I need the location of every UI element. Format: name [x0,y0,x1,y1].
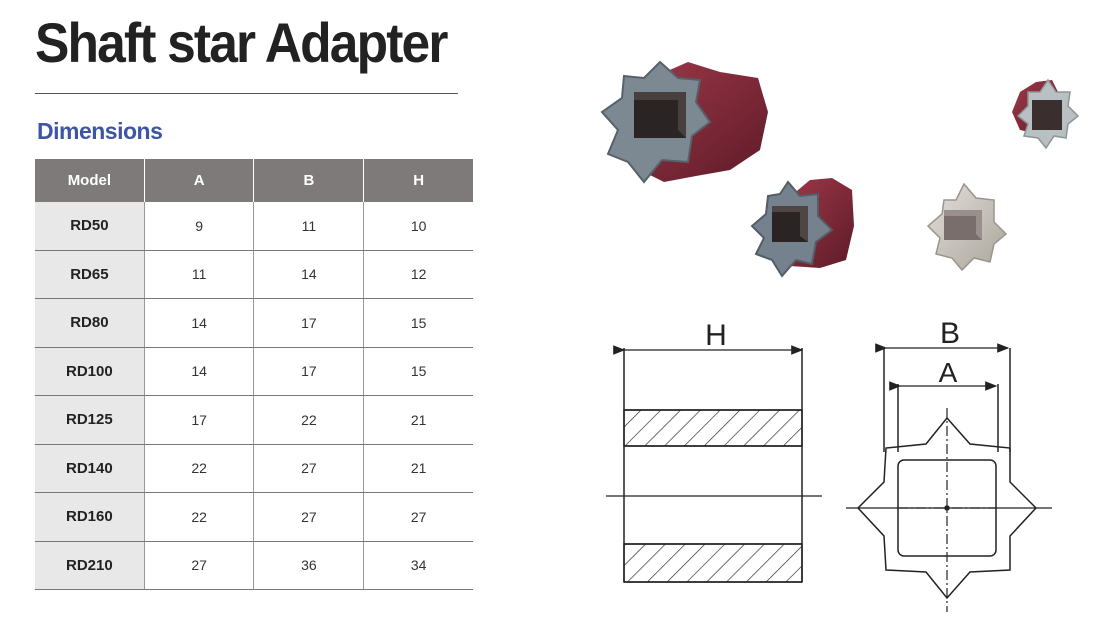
cell-a: 22 [144,444,255,493]
adapter-medium [750,178,854,278]
adapter-light [926,182,1008,272]
column-header-b: B [253,159,365,202]
dimensions-table: Model A B H RD50 9 11 10 RD65 11 14 12 R… [35,159,473,590]
cell-a: 17 [144,395,255,445]
cell-a: 14 [144,347,255,396]
table-row: RD80 14 17 15 [35,298,473,348]
cell-h: 15 [363,298,473,348]
adapter-small [1012,78,1080,150]
title-divider [35,93,458,94]
table-row: RD65 11 14 12 [35,250,473,299]
table-row: RD160 22 27 27 [35,492,473,542]
cell-h: 12 [363,250,473,299]
dimension-label-a: A [939,357,958,388]
column-header-a: A [144,159,255,202]
cell-model: RD100 [35,347,145,396]
cell-a: 27 [144,541,255,590]
column-header-model: Model [35,159,145,202]
cell-b: 27 [253,492,365,542]
cell-model: RD210 [35,541,145,590]
cell-a: 22 [144,492,255,542]
dimension-label-b: B [940,317,960,350]
table-row: RD100 14 17 15 [35,347,473,396]
cell-model: RD50 [35,202,145,251]
front-view [846,343,1052,612]
table-row: RD125 17 22 21 [35,395,473,445]
cell-h: 10 [363,202,473,251]
table-row: RD50 9 11 10 [35,202,473,251]
cell-a: 9 [144,202,255,251]
cell-h: 27 [363,492,473,542]
cell-b: 11 [253,202,365,251]
table-row: RD210 27 36 34 [35,541,473,590]
cell-model: RD125 [35,395,145,445]
product-photo [600,60,1080,278]
cell-b: 27 [253,444,365,493]
cell-h: 34 [363,541,473,590]
cell-h: 21 [363,444,473,493]
cell-a: 14 [144,298,255,348]
section-heading: Dimensions [37,118,163,144]
dimension-label-h: H [705,319,727,352]
cell-model: RD140 [35,444,145,493]
cell-b: 17 [253,347,365,396]
cell-model: RD80 [35,298,145,348]
cell-model: RD160 [35,492,145,542]
side-view [606,345,822,583]
cell-b: 36 [253,541,365,590]
cell-h: 21 [363,395,473,445]
cell-a: 11 [144,250,255,299]
cell-b: 17 [253,298,365,348]
cell-h: 15 [363,347,473,396]
cell-b: 22 [253,395,365,445]
cell-model: RD65 [35,250,145,299]
column-header-h: H [363,159,473,202]
adapter-large [600,60,768,184]
cell-b: 14 [253,250,365,299]
page-title: Shaft star Adapter [35,11,448,74]
technical-drawing: H B A [606,317,1052,612]
table-row: RD140 22 27 21 [35,444,473,493]
table-header-row: Model A B H [35,159,473,202]
